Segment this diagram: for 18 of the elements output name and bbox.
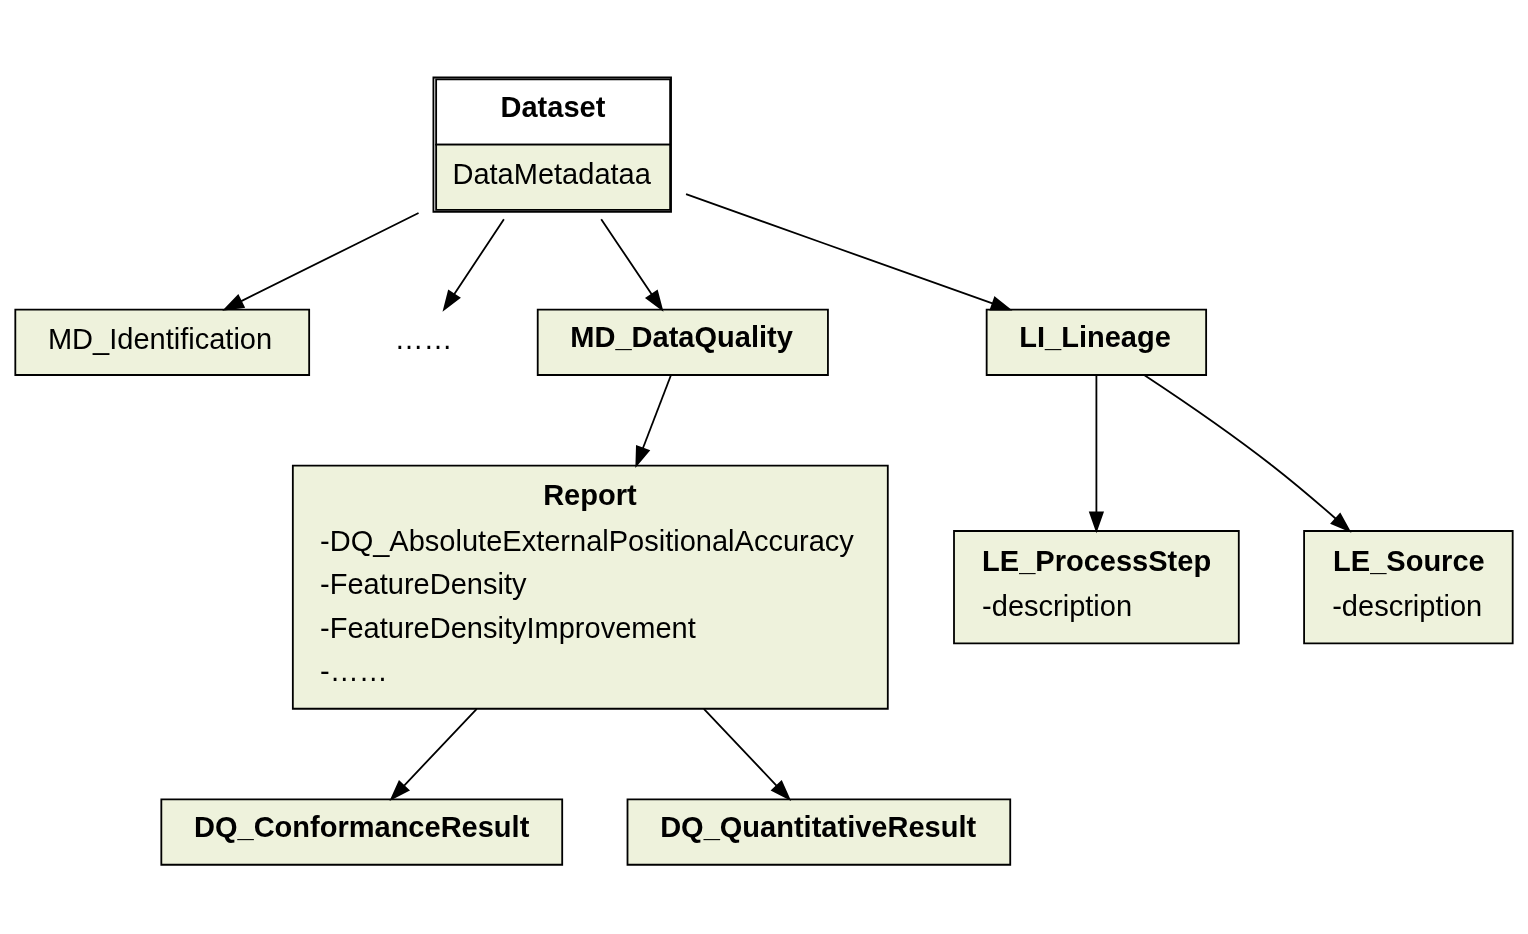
node-box: DQ_ConformanceResult bbox=[160, 798, 564, 866]
node-box: Report -DQ_AbsoluteExternalPositionalAccuracy -FeatureDensity -FeatureDensityImprovement -…… bbox=[291, 464, 889, 710]
arrow bbox=[635, 373, 672, 468]
arrow bbox=[1088, 373, 1105, 533]
node-text: …… bbox=[394, 322, 453, 355]
node-box: MD_Identification bbox=[14, 308, 311, 376]
node-box: LE_Source -description bbox=[1303, 529, 1514, 644]
node-box: LI_Lineage bbox=[985, 308, 1208, 376]
node-box: LE_ProcessStep -description bbox=[953, 529, 1240, 644]
arrow bbox=[600, 217, 664, 312]
arrow bbox=[1143, 373, 1352, 533]
arrow bbox=[685, 192, 1013, 311]
arrow bbox=[389, 707, 478, 801]
node-box: MD_DataQuality bbox=[536, 308, 829, 376]
arrow bbox=[703, 707, 792, 801]
arrow bbox=[222, 211, 420, 311]
node-box: DQ_QuantitativeResult bbox=[626, 798, 1012, 866]
arrow bbox=[442, 217, 505, 312]
